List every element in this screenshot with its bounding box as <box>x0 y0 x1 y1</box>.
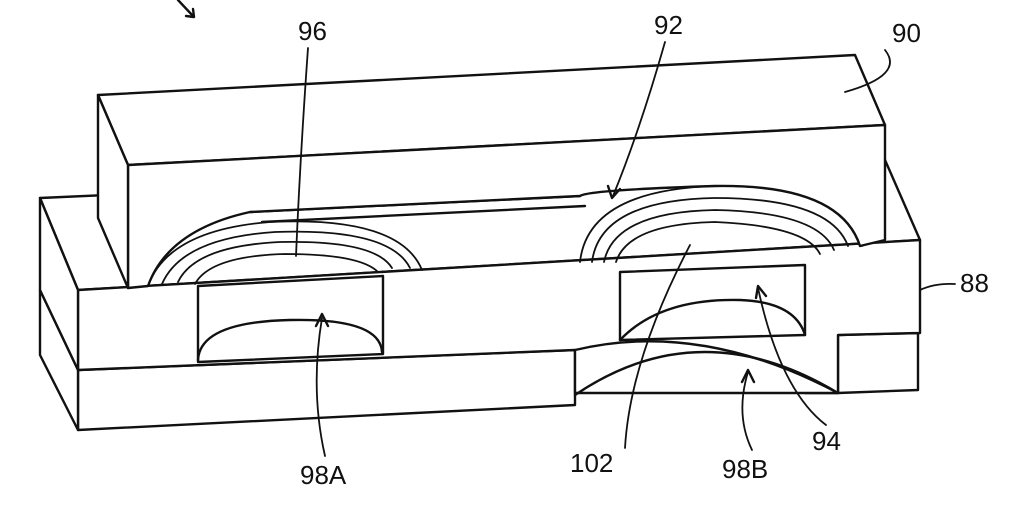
label-102: 102 <box>570 448 613 478</box>
leader-92-arrowhead <box>606 184 622 200</box>
leader-94 <box>757 287 827 426</box>
leader-96 <box>295 47 309 257</box>
label-96: 96 <box>298 16 327 46</box>
leader-98a-arrowhead <box>314 312 330 328</box>
label-98a: 98A <box>300 460 347 490</box>
leader-98b <box>741 371 753 451</box>
window-94 <box>618 263 807 342</box>
leader-94-arrowhead <box>754 284 768 300</box>
recess-98b <box>573 340 840 397</box>
label-98b: 98B <box>722 454 768 484</box>
label-88: 88 <box>960 268 989 298</box>
leader-88 <box>919 282 956 291</box>
figure-arrow <box>176 0 196 19</box>
leader-98a <box>315 317 326 457</box>
label-90: 90 <box>892 18 921 48</box>
bottom-substrate-layer <box>38 288 920 432</box>
membrane-102 <box>579 185 863 263</box>
leader-lines <box>295 41 956 457</box>
window-98a <box>196 274 385 364</box>
leader-98b-arrowhead <box>740 368 756 384</box>
leader-92 <box>612 41 666 197</box>
label-94: 94 <box>812 426 841 456</box>
label-92: 92 <box>654 10 683 40</box>
top-block-90 <box>96 53 887 290</box>
leader-102 <box>624 244 691 449</box>
leader-90 <box>844 49 891 93</box>
